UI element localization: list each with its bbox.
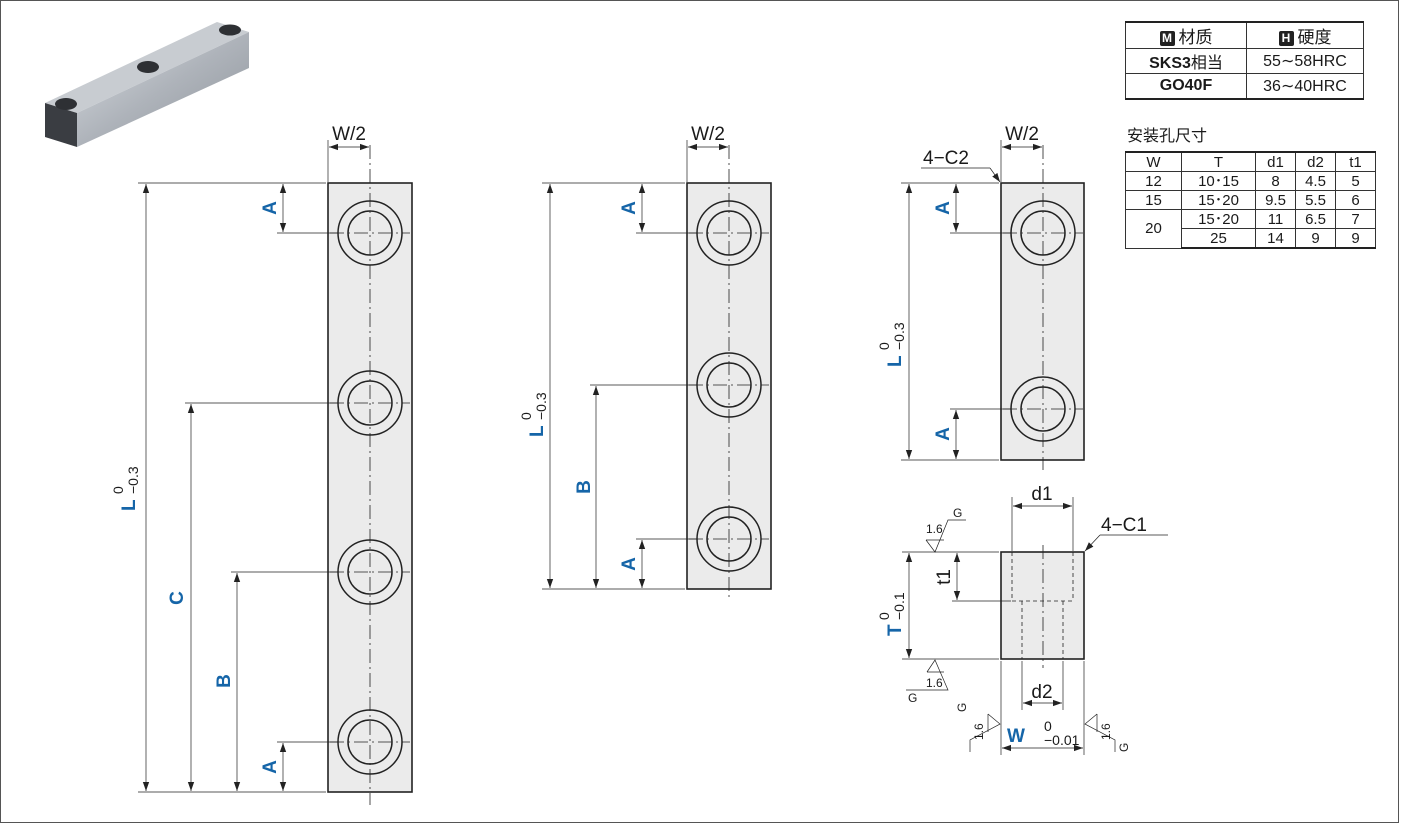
material-cell: SKS3相当: [1125, 48, 1247, 74]
width-label: W 0 −0.01: [1007, 718, 1080, 748]
svg-text:0: 0: [876, 612, 892, 620]
svg-text:L: L: [885, 355, 906, 367]
svg-text:G: G: [908, 691, 917, 705]
chamfer-label: 4−C2: [923, 148, 969, 169]
dim-a-top-label: A: [260, 201, 281, 215]
svg-text:1.6: 1.6: [926, 676, 943, 690]
svg-text:−0.3: −0.3: [891, 322, 907, 350]
dim-b-label: B: [574, 480, 595, 494]
dim-a-bottom-label: A: [933, 427, 954, 441]
svg-text:−0.3: −0.3: [125, 466, 141, 494]
table-row: 15 15･20 9.5 5.5 6: [1125, 190, 1376, 210]
d2-label: d2: [1031, 682, 1052, 703]
material-badge-icon: M: [1159, 31, 1175, 46]
svg-text:L: L: [119, 499, 140, 511]
table-header-row: W T d1 d2 t1: [1125, 151, 1376, 172]
section-outline: [1000, 551, 1085, 660]
hole-2: [689, 352, 769, 418]
product-illustration: [45, 22, 249, 147]
hardness-cell: 55∼58HRC: [1246, 48, 1364, 74]
hole-dimension-table: W T d1 d2 t1 12 10･15 8 4.5 5 15 15･20 9…: [1125, 151, 1376, 249]
hardness-badge-icon: H: [1278, 31, 1294, 46]
w-half-label: W/2: [1005, 124, 1039, 145]
length-label: L 0 −0.3: [110, 466, 141, 511]
roughness-symbol-bottom: 1.6 G: [906, 659, 949, 705]
svg-text:−0.01: −0.01: [1044, 732, 1080, 748]
view-section: d1 4−C1 t1 T 0 −0.1 d2 W 0 −0.01: [876, 484, 1168, 755]
table-row: GO40F 36∼40HRC: [1125, 73, 1364, 100]
table-row: SKS3相当 55∼58HRC: [1125, 48, 1364, 74]
dim-a-top-label: A: [933, 201, 954, 215]
length-label: L 0 −0.3: [876, 322, 907, 367]
view-three-hole: W/2 L 0 −0.3 B A A: [518, 124, 772, 600]
chamfer-c1-label: 4−C1: [1101, 515, 1147, 536]
view-two-hole: W/2 4−C2 L 0 −0.3 A A: [876, 124, 1085, 470]
w-half-label: W/2: [332, 124, 366, 145]
length-label: L 0 −0.3: [518, 392, 549, 437]
svg-text:G: G: [953, 506, 962, 520]
svg-text:0: 0: [110, 486, 126, 494]
svg-text:L: L: [527, 425, 548, 437]
dim-b-label: B: [214, 674, 235, 688]
svg-text:G: G: [1117, 743, 1131, 752]
svg-text:W: W: [1007, 726, 1025, 747]
t1-label: t1: [934, 569, 955, 585]
svg-text:G: G: [955, 703, 969, 712]
roughness-symbol-right: 1.6 G: [1084, 713, 1131, 752]
dim-a-top-label: A: [619, 201, 640, 215]
svg-text:0: 0: [1044, 718, 1052, 734]
thickness-label: T 0 −0.1: [876, 592, 907, 636]
bar-outline: [1000, 182, 1085, 461]
svg-text:0: 0: [518, 412, 534, 420]
dim-a-bottom-label: A: [619, 557, 640, 571]
roughness-symbol-top: 1.6 G: [925, 506, 966, 553]
svg-text:1.6: 1.6: [1099, 723, 1113, 740]
svg-text:T: T: [885, 624, 906, 636]
dim-c-label: C: [167, 591, 188, 605]
w-half-label: W/2: [691, 124, 725, 145]
d1-label: d1: [1031, 484, 1052, 505]
svg-text:−0.3: −0.3: [533, 392, 549, 420]
svg-text:−0.1: −0.1: [891, 592, 907, 620]
svg-text:1.6: 1.6: [972, 723, 986, 740]
view-four-hole: W/2 L 0 −0.3 C B A A: [110, 124, 413, 805]
svg-text:0: 0: [876, 342, 892, 350]
hole-2: [330, 370, 410, 436]
table-row: 12 10･15 8 4.5 5: [1125, 171, 1376, 191]
table-row: 25 14 9 9: [1126, 228, 1376, 249]
dim-a-bottom-label: A: [260, 760, 281, 774]
table-row: 20 15･20 11 6.5 7: [1125, 209, 1376, 249]
svg-text:1.6: 1.6: [926, 522, 943, 536]
roughness-symbol-left: 1.6 G: [955, 703, 1001, 752]
hardness-cell: 36∼40HRC: [1246, 73, 1364, 100]
hole-table-title: 安装孔尺寸: [1127, 128, 1208, 145]
material-cell: GO40F: [1125, 73, 1247, 100]
